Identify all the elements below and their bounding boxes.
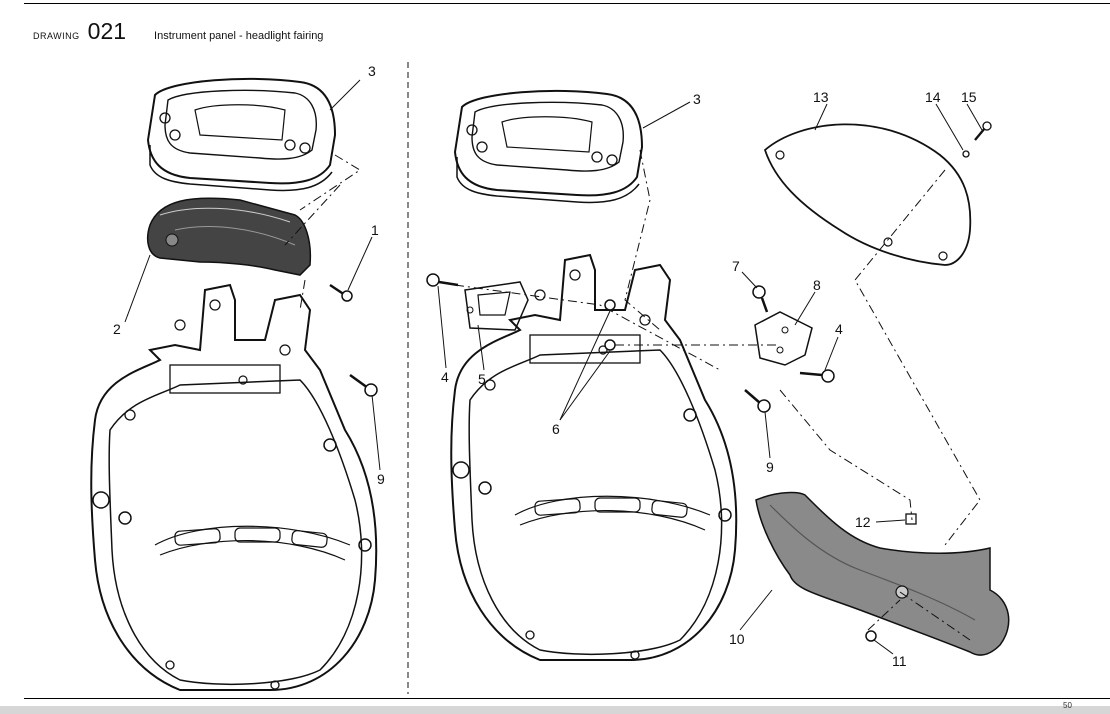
- headlight-support-frame-right: [450, 254, 738, 661]
- drawing-label: DRAWING: [33, 31, 80, 41]
- screw-item-9-left: [349, 373, 378, 397]
- callout-10: 10: [729, 631, 745, 647]
- headlight-support-frame-left: [90, 284, 378, 691]
- callout-15: 15: [961, 89, 977, 105]
- callout-3-right: 3: [693, 91, 701, 107]
- instrument-panel-right: [454, 89, 643, 204]
- nut-items-6: [604, 299, 616, 351]
- instrument-cover: [147, 197, 312, 276]
- screw-item-1-left: [329, 283, 353, 302]
- callout-8: 8: [813, 277, 821, 293]
- screw-item-7: [752, 285, 769, 313]
- left-view: 3 1 2 9: [90, 63, 385, 691]
- bracket-item-8: [754, 311, 813, 366]
- nut-item-11: [865, 630, 877, 642]
- callout-4-right: 4: [835, 321, 843, 337]
- page-number: 50: [1063, 701, 1072, 710]
- drawing-title: Instrument panel - headlight fairing: [154, 30, 324, 42]
- fairing-cover-item-13: [763, 123, 972, 266]
- callout-9-right: 9: [766, 459, 774, 475]
- callout-5: 5: [478, 371, 486, 387]
- top-rule: [24, 3, 1110, 4]
- callout-4-left: 4: [441, 369, 449, 385]
- callout-1-left: 1: [371, 222, 379, 238]
- screw-item-15: [974, 121, 992, 141]
- bottom-band: [0, 706, 1110, 714]
- bottom-rule: [24, 698, 1110, 699]
- callout-14: 14: [925, 89, 941, 105]
- callout-3-left: 3: [368, 63, 376, 79]
- screw-item-9-right: [744, 389, 771, 413]
- headlight-fairing-item-10: [755, 491, 1010, 656]
- callout-13: 13: [813, 89, 829, 105]
- instrument-panel-left: [147, 77, 336, 192]
- washer-item-14: [962, 150, 970, 158]
- callout-6: 6: [552, 421, 560, 437]
- right-view: 3 13 14 15 7 8 4 4 5 6 9 12 10 11: [426, 89, 1010, 669]
- callout-9-left: 9: [377, 471, 385, 487]
- bracket-item-5: [464, 281, 529, 331]
- callout-7: 7: [732, 258, 740, 274]
- callout-11: 11: [892, 653, 907, 669]
- screw-item-4-right-a: [426, 273, 459, 287]
- callout-2-left: 2: [113, 321, 121, 337]
- clip-item-12: [905, 513, 917, 525]
- screw-item-4-right-b: [799, 369, 835, 383]
- drawing-header: DRAWING 021 Instrument panel - headlight…: [33, 18, 323, 48]
- drawing-number: 021: [87, 18, 127, 44]
- callout-12: 12: [855, 514, 871, 530]
